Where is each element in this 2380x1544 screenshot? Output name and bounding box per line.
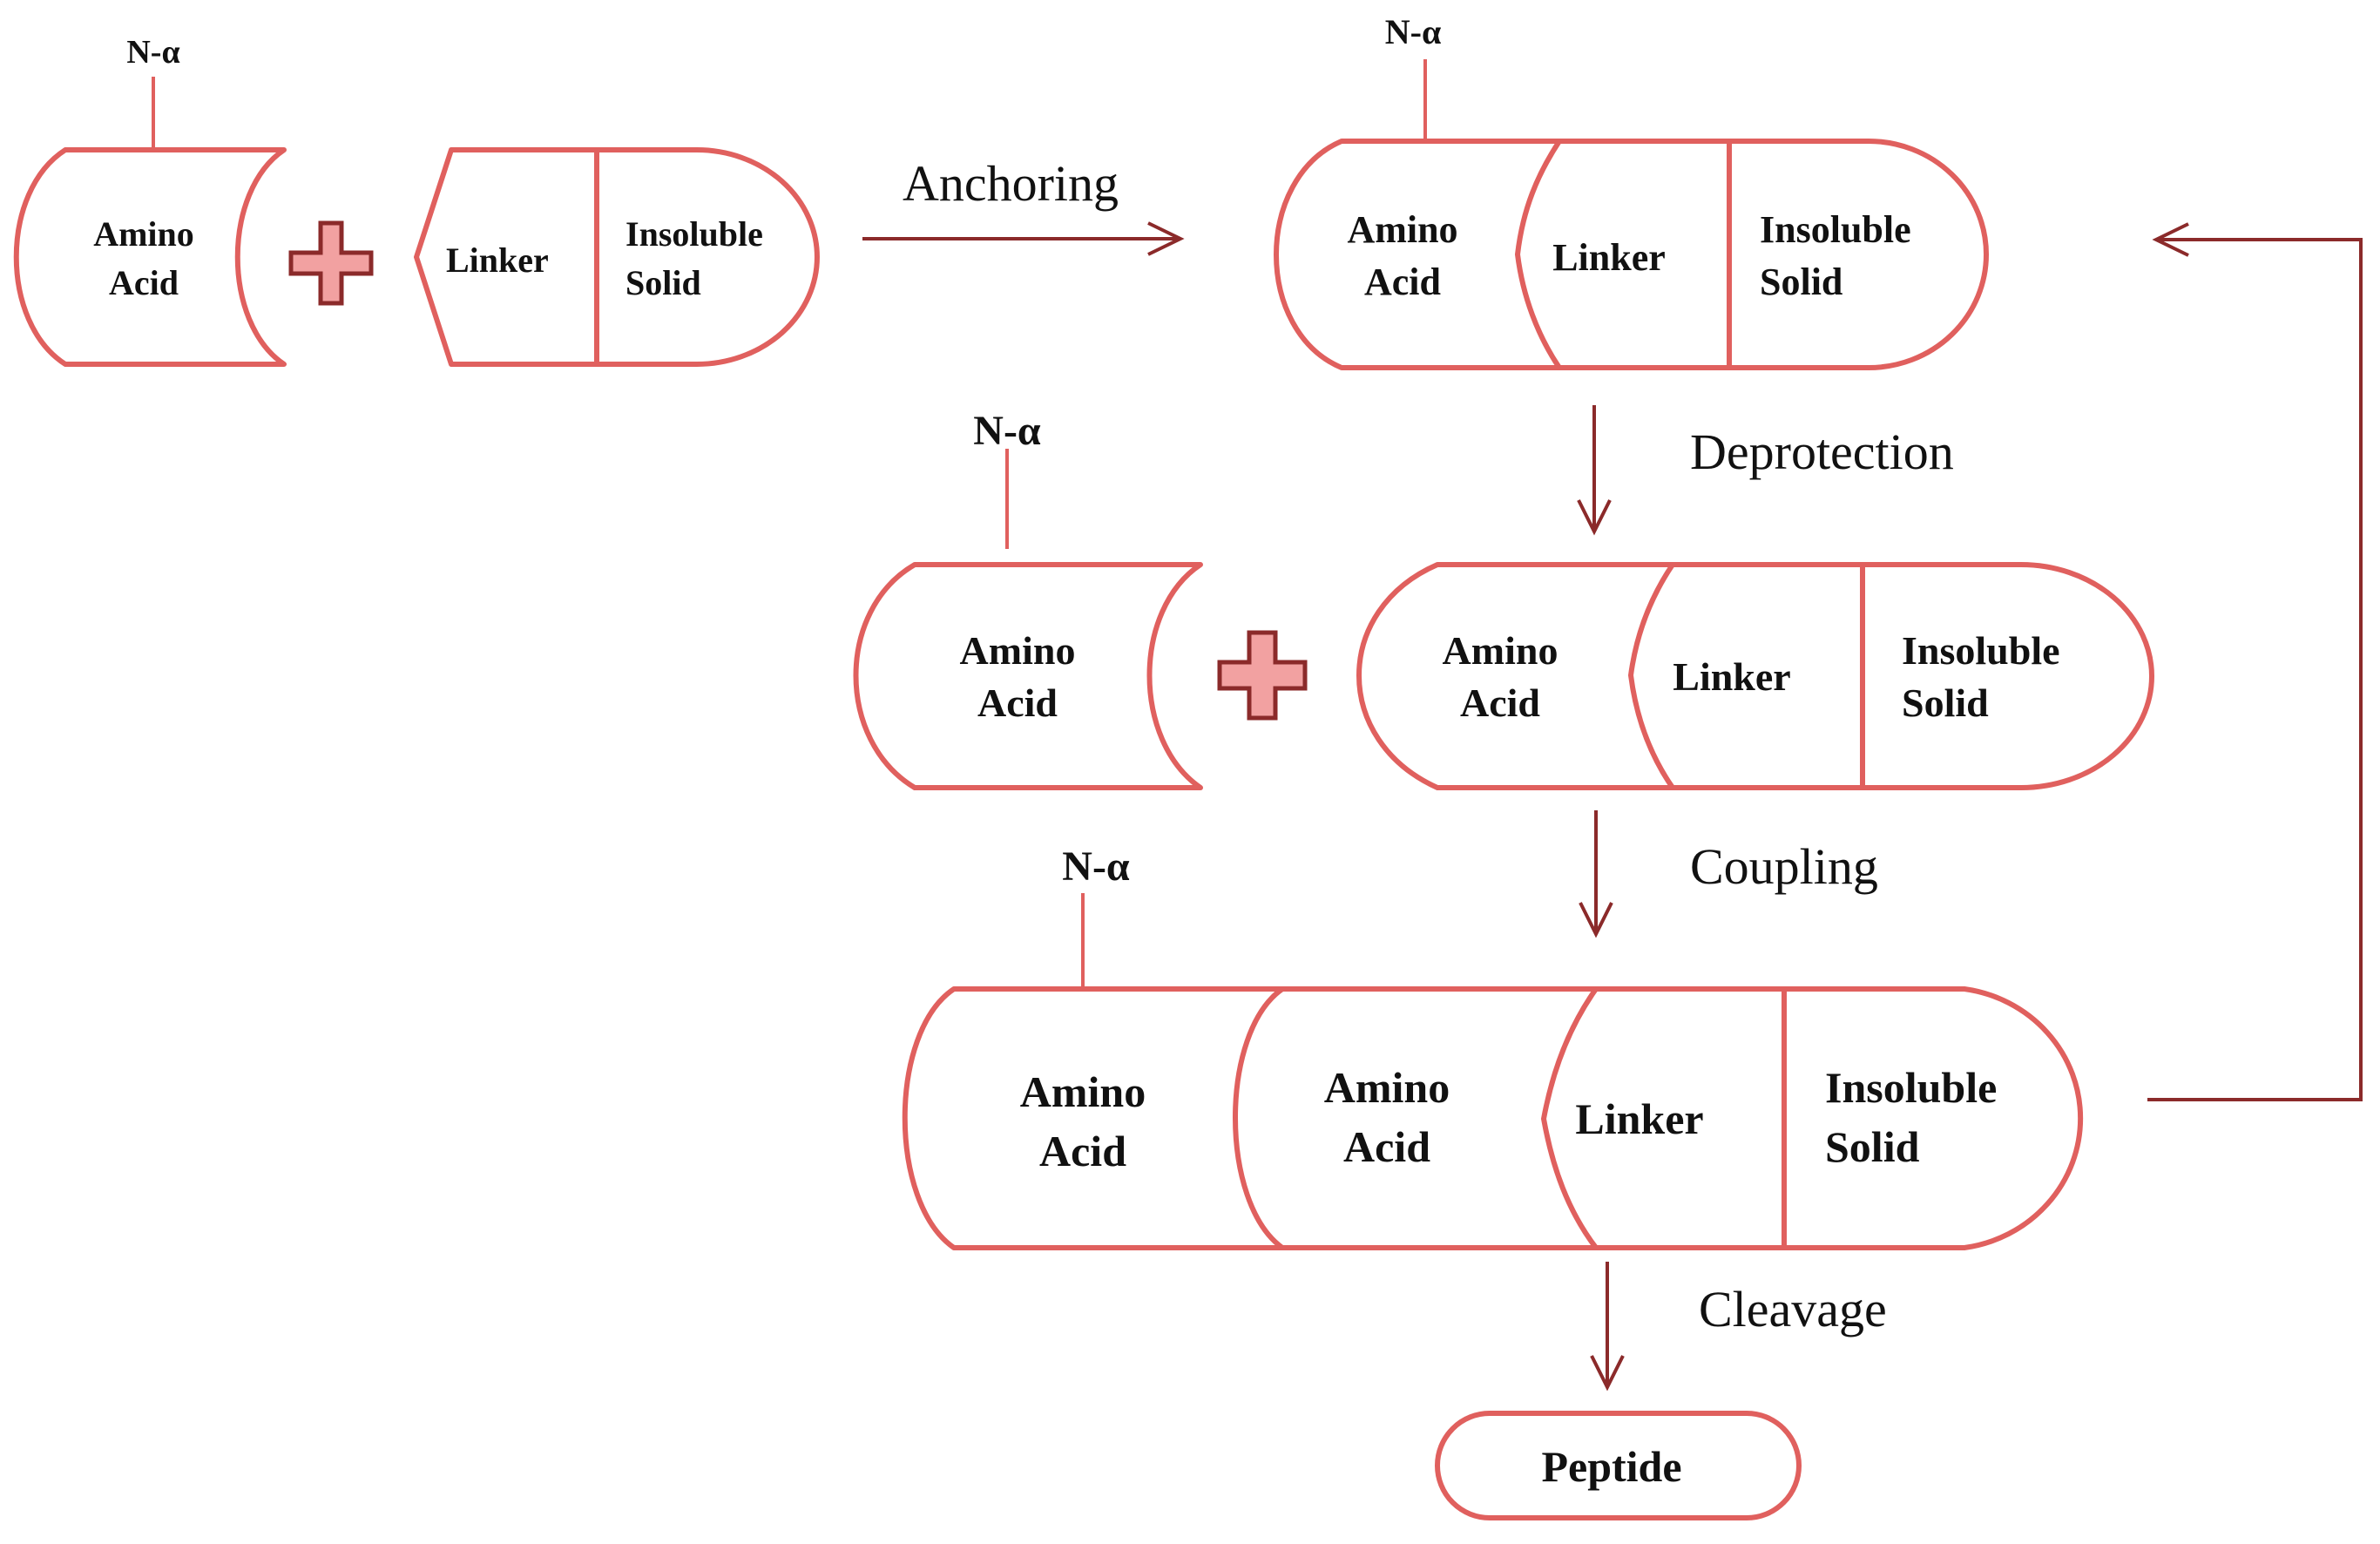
amino-acid-label-line2: Acid	[1343, 1122, 1430, 1171]
amino-linker-divider	[1627, 563, 1675, 789]
linker-solid-shape	[414, 147, 820, 367]
amino-acid-label-line1: Amino	[93, 214, 194, 254]
linker-label: Linker	[1575, 1094, 1703, 1143]
linker-label: Linker	[1673, 654, 1790, 699]
peptide-capsule	[1435, 1411, 1802, 1520]
row1-linker-solid: Linker Insoluble Solid	[414, 147, 820, 367]
row2-chain: Amino Acid Linker Insoluble Solid	[1356, 562, 2154, 790]
amino-acid-label-line2: Acid	[1039, 1127, 1126, 1175]
anchoring-arrow: Anchoring	[862, 155, 1185, 256]
amino-linker-divider	[1540, 987, 1599, 1249]
deprotected-chain-shape	[1356, 562, 2154, 790]
insoluble-label-line2: Solid	[1902, 681, 1989, 725]
amino-acid-label-line1: Amino	[960, 628, 1076, 673]
n-alpha-label: N-α	[973, 408, 1041, 454]
amino-acid-label-line1: Amino	[1347, 208, 1457, 251]
linker-label: Linker	[1552, 236, 1666, 279]
deprotection-arrow: Deprotection	[1577, 405, 1954, 536]
insoluble-label-line1: Insoluble	[1902, 628, 2060, 673]
anchoring-label: Anchoring	[903, 155, 1119, 212]
anchored-assembly: N-α Amino Acid Linker Insoluble Solid	[1274, 12, 1989, 370]
amino-acid-label-line2: Acid	[977, 681, 1058, 725]
coupling-label: Coupling	[1690, 838, 1878, 895]
coupling-arrow: Coupling	[1579, 810, 1878, 938]
n-alpha-label: N-α	[126, 34, 179, 71]
amino-acid-label-line1: Amino	[1020, 1067, 1146, 1116]
amino-acid-label-line2: Acid	[1460, 681, 1540, 725]
amino-acid-label-line2: Acid	[1364, 261, 1441, 303]
row2-amino-acid: N-α Amino Acid	[853, 408, 1203, 790]
insoluble-label-line2: Solid	[1825, 1122, 1920, 1171]
amino-acid-label-line2: Acid	[109, 263, 179, 302]
deprotection-label: Deprotection	[1690, 423, 1954, 480]
repeat-cycle-arrow	[2147, 222, 2363, 1101]
amino-linker-divider	[1514, 139, 1562, 369]
linker-label: Linker	[446, 240, 549, 280]
amino-amino-divider	[1233, 986, 1284, 1250]
amino-acid-label-line1: Amino	[1443, 628, 1558, 673]
row1-amino-acid: N-α Amino Acid	[13, 34, 287, 367]
coupled-assembly: N-α Amino Acid Amino Acid Linker Insolub…	[902, 843, 2084, 1250]
peptide-product: Peptide	[1435, 1411, 1802, 1520]
insoluble-label-line2: Solid	[625, 263, 701, 302]
anchored-chain-shape	[1274, 139, 1989, 370]
insoluble-label-line2: Solid	[1760, 261, 1842, 303]
insoluble-label-line1: Insoluble	[625, 214, 763, 254]
plus-icon	[1217, 630, 1308, 721]
cleavage-arrow: Cleavage	[1590, 1262, 1887, 1392]
amino-acid-shape	[13, 147, 287, 367]
cleavage-label: Cleavage	[1699, 1281, 1887, 1337]
insoluble-label-line1: Insoluble	[1760, 208, 1911, 251]
coupled-chain-shape	[902, 986, 2084, 1250]
peptide-label: Peptide	[1541, 1442, 1681, 1491]
n-alpha-label: N-α	[1385, 12, 1442, 51]
amino-acid-shape	[853, 562, 1203, 790]
insoluble-label-line1: Insoluble	[1825, 1063, 1997, 1112]
amino-acid-label-line1: Amino	[1324, 1063, 1450, 1112]
plus-icon	[288, 220, 374, 306]
n-alpha-label: N-α	[1062, 843, 1130, 890]
